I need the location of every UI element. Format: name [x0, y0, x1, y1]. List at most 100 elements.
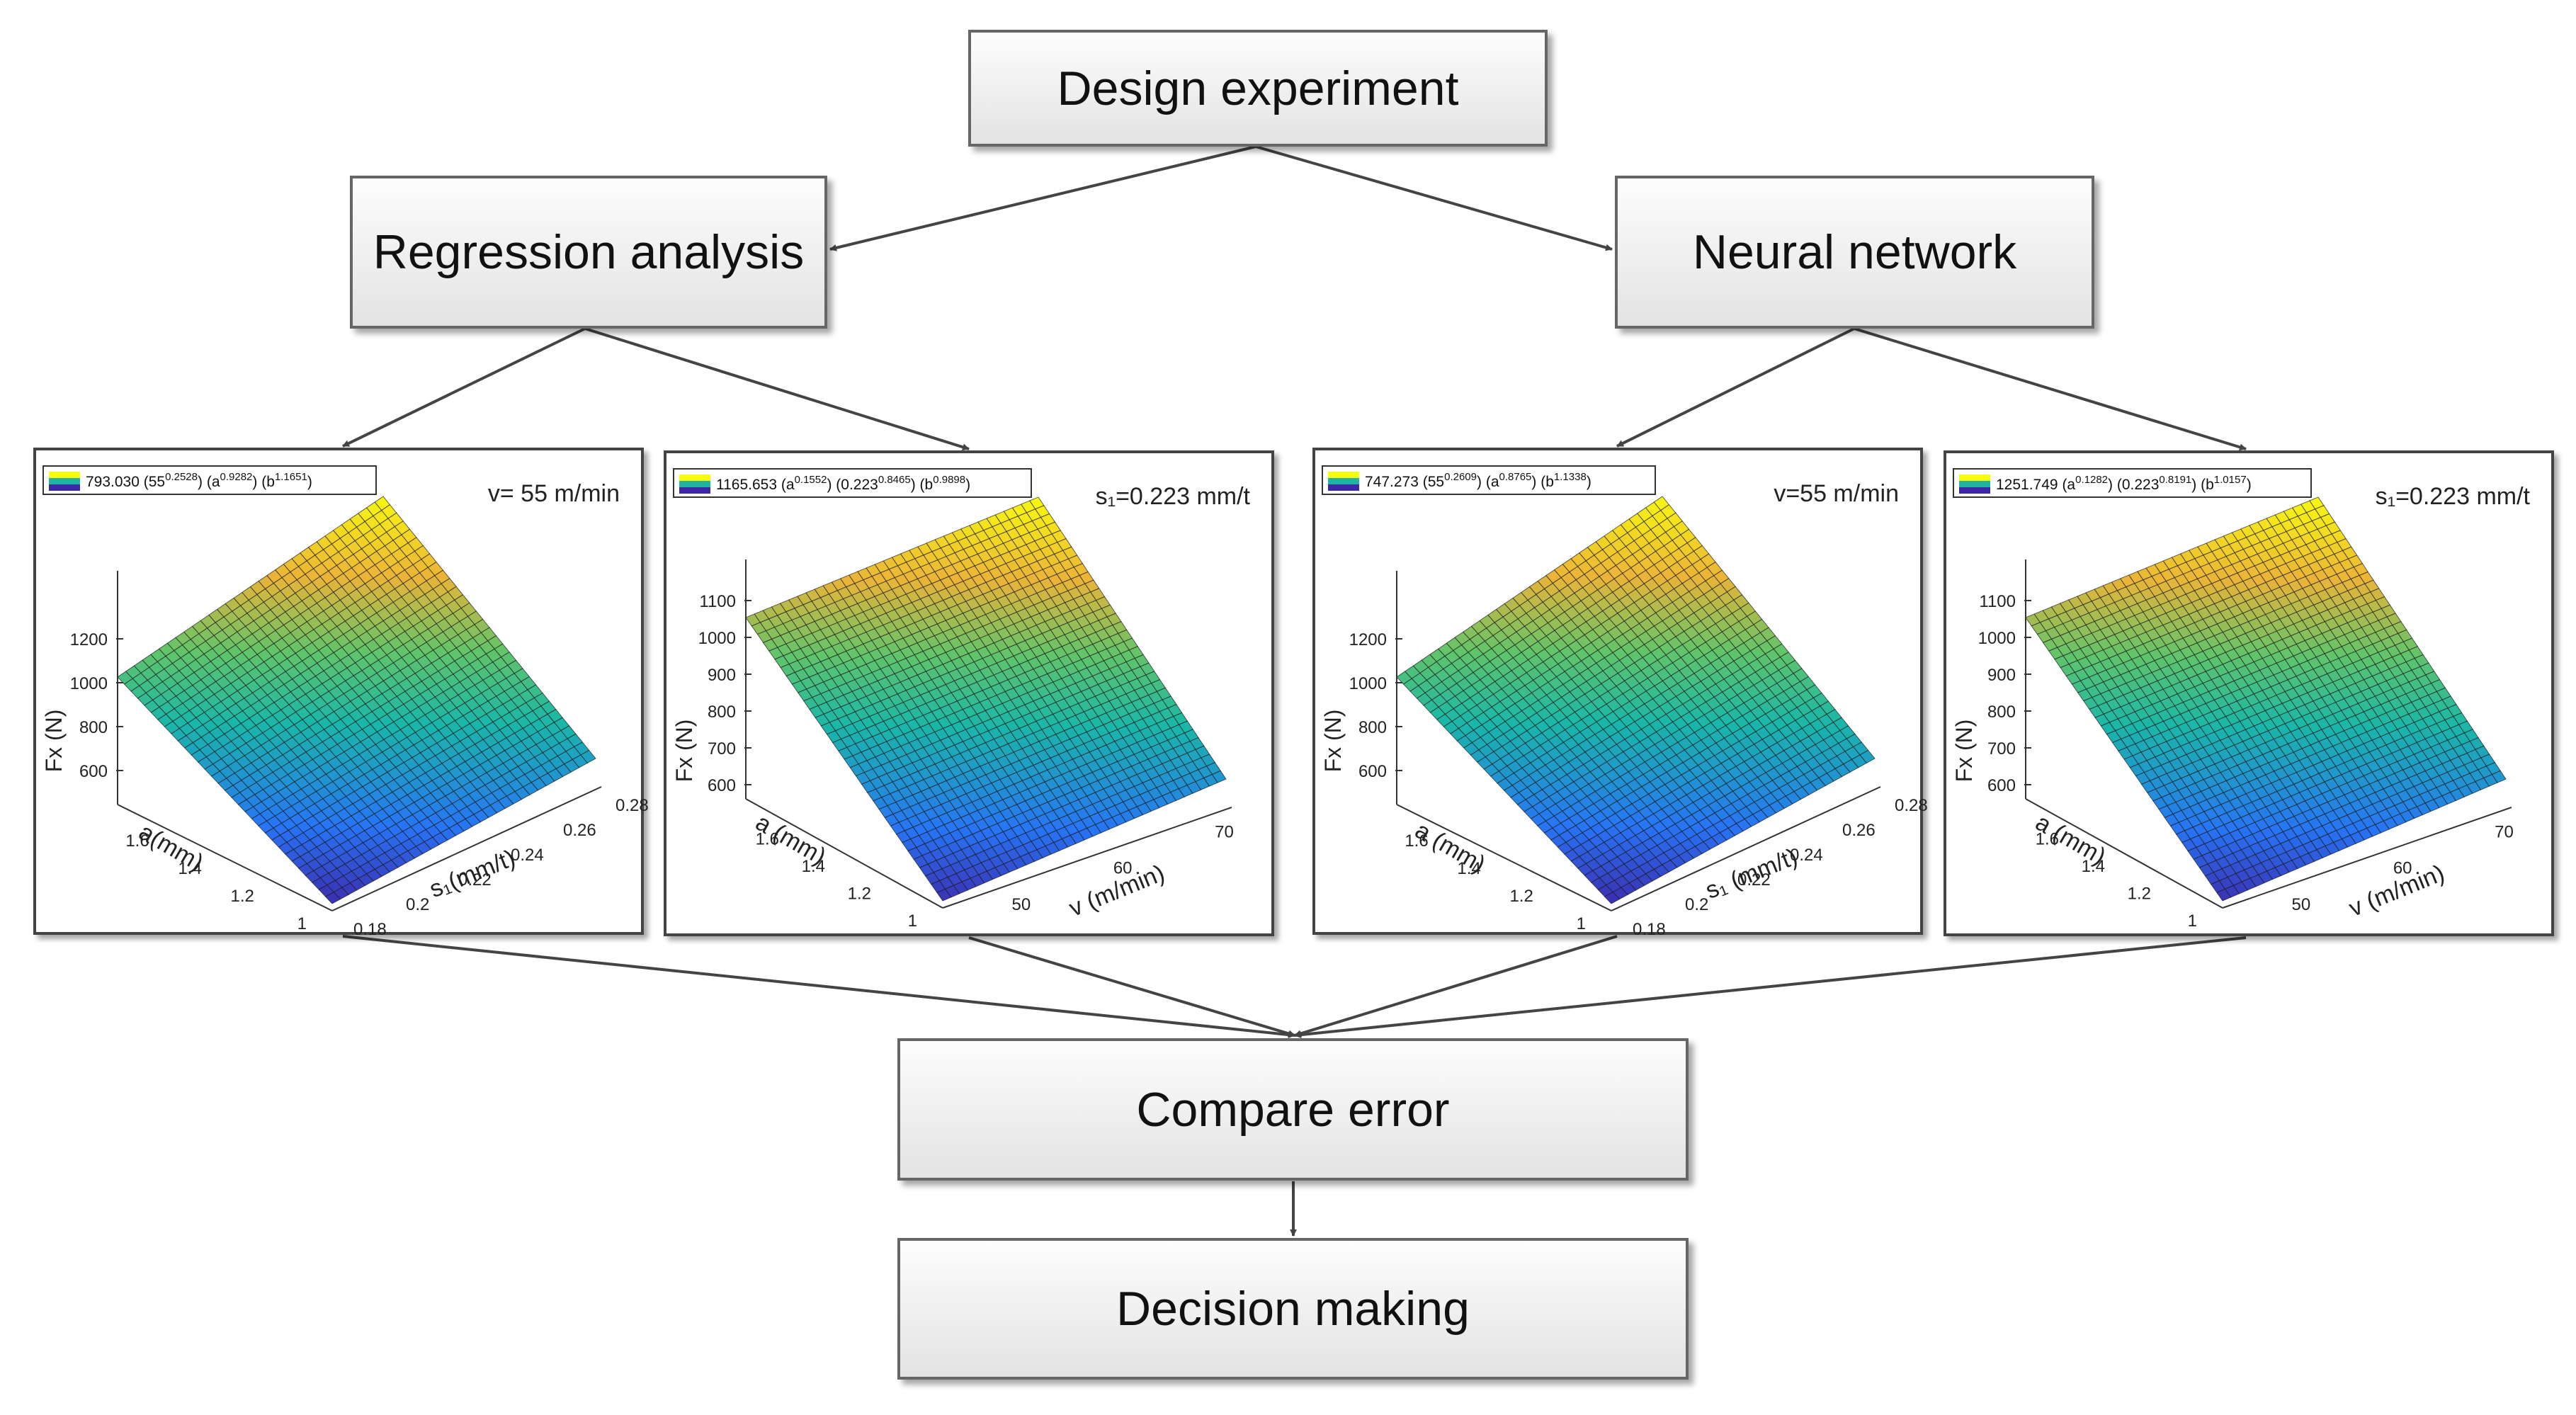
x-axis-line [1611, 786, 1881, 911]
arrow-panel3-to-compare [1294, 935, 1618, 1038]
x-tick-label: 0.26 [563, 821, 596, 840]
compare-error-box: Compare error [897, 1038, 1689, 1181]
legend-swatch-band [1328, 484, 1359, 491]
legend: 793.030 (550.2528) (a0.9282) (b1.1651) [42, 465, 377, 495]
arrow-design-to-regression [829, 145, 1256, 251]
design-experiment-label: Design experiment [1057, 61, 1459, 115]
legend-term-exponent: 0.9282 [220, 471, 253, 483]
z-tick-label: 800 [1358, 718, 1387, 737]
legend-swatch-icon [1959, 474, 1990, 494]
condition-label: v=55 m/min [1774, 480, 1899, 507]
a-tick-label: 1.4 [802, 857, 825, 876]
legend-swatch-band [1328, 472, 1359, 478]
x-axis-line [331, 786, 602, 911]
legend-coefficient: 747.273 [1365, 474, 1423, 490]
legend-term-close: ) [2108, 477, 2117, 493]
neural-network-box: Neural network [1615, 176, 2094, 329]
a-tick-label: 1.4 [1457, 859, 1480, 878]
legend-term-close: ) [965, 477, 970, 493]
legend-term-base: (a [1486, 474, 1499, 490]
legend-term-base: (0.223 [2117, 477, 2160, 493]
x-tick-label: 0.2 [406, 895, 429, 914]
legend-swatch-band [679, 481, 710, 487]
x-axis-title: s₁ (mm/t) [1702, 843, 1801, 904]
x-tick-label: 0.2 [1685, 895, 1708, 914]
legend-swatch-band [49, 484, 80, 491]
z-tick-label: 1000 [698, 629, 736, 648]
legend-term-exponent: 1.0157 [2214, 474, 2247, 486]
legend-coefficient: 1165.653 [716, 477, 781, 493]
z-tick-label: 1100 [699, 592, 736, 611]
x-tick-label: 50 [1012, 895, 1031, 914]
legend-swatch-icon [679, 474, 710, 494]
legend-term-close: ) [911, 477, 920, 493]
surface-mesh [117, 496, 596, 904]
surface-cell [1653, 496, 1670, 511]
x-tick-label: 0.18 [353, 920, 387, 939]
z-tick-label: 600 [79, 762, 108, 781]
x-tick-label: 60 [1113, 859, 1133, 878]
z-axis-title: Fx (N) [41, 710, 67, 773]
condition-label: s₁=0.223 mm/t [2376, 483, 2531, 510]
z-tick-label: 800 [708, 703, 736, 722]
z-tick-label: 1000 [1349, 674, 1387, 693]
legend-term-close: ) [827, 477, 836, 493]
legend-term-base: (0.223 [836, 477, 878, 493]
legend-term-close: ) [252, 474, 261, 490]
arrow-panel1-to-compare [342, 935, 1295, 1039]
legend-swatch-icon [49, 472, 80, 491]
regression-analysis-label: Regression analysis [373, 225, 805, 279]
a-axis-line [2025, 798, 2223, 909]
arrow-design-to-neural [1255, 145, 1613, 251]
x-axis-line [2222, 807, 2512, 909]
a-tick-label: 1.6 [1405, 831, 1428, 851]
z-tick-label: 800 [79, 718, 108, 737]
x-tick-label: 70 [1215, 823, 1234, 842]
a-tick-label: 1 [1577, 914, 1586, 933]
a-tick-label: 1.6 [2036, 830, 2059, 849]
z-tick-label: 1200 [70, 630, 108, 649]
surface-mesh [1396, 496, 1876, 904]
legend-coefficient: 1251.749 [1996, 477, 2062, 493]
legend-term-close: ) [1531, 474, 1541, 490]
a-tick-label: 1.4 [178, 859, 201, 878]
legend-frame [673, 468, 1032, 498]
legend-frame [42, 465, 377, 495]
z-tick-label: 600 [708, 776, 736, 795]
z-tick-label: 900 [1987, 666, 2016, 685]
legend-swatch-band [1959, 481, 1990, 487]
z-tick-label: 1000 [70, 674, 108, 693]
legend-formula: 747.273 (550.2609) (a0.8765) (b1.1338) [1365, 471, 1591, 490]
z-tick-label: 600 [1987, 776, 2016, 795]
legend-term-exponent: 0.8465 [878, 474, 911, 486]
a-axis-line [745, 798, 943, 909]
z-tick-label: 800 [1987, 703, 2016, 722]
legend-swatch-band [1328, 478, 1359, 484]
legend-term-close: ) [1587, 474, 1591, 490]
a-axis-line [1396, 804, 1612, 911]
z-axis-title: Fx (N) [1320, 710, 1346, 773]
arrow-regression-to-panel1 [342, 327, 586, 448]
z-axis-title: Fx (N) [1951, 720, 1977, 783]
a-axis-title: a(mm) [134, 818, 208, 876]
condition-label: s₁=0.223 mm/t [1096, 483, 1251, 510]
x-axis-title: s₁(mm/t) [426, 844, 519, 903]
regression-analysis-box: Regression analysis [350, 176, 827, 329]
z-axis-title: Fx (N) [671, 720, 697, 783]
legend-term-exponent: 1.1338 [1554, 471, 1587, 483]
legend-coefficient: 793.030 [86, 474, 144, 490]
legend-term-base: (b [2201, 477, 2214, 493]
legend-frame [1322, 465, 1656, 495]
surface-mesh [2025, 496, 2507, 902]
arrow-regression-to-panel2 [584, 327, 970, 451]
a-tick-label: 1 [297, 914, 307, 933]
z-tick-label: 1000 [1978, 629, 2016, 648]
legend-term-exponent: 0.2528 [165, 471, 198, 483]
legend: 747.273 (550.2609) (a0.8765) (b1.1338) [1322, 465, 1656, 495]
legend-swatch-band [1959, 487, 1990, 494]
decision-making-label: Decision making [1116, 1282, 1470, 1336]
legend-term-base: (55 [144, 474, 165, 490]
